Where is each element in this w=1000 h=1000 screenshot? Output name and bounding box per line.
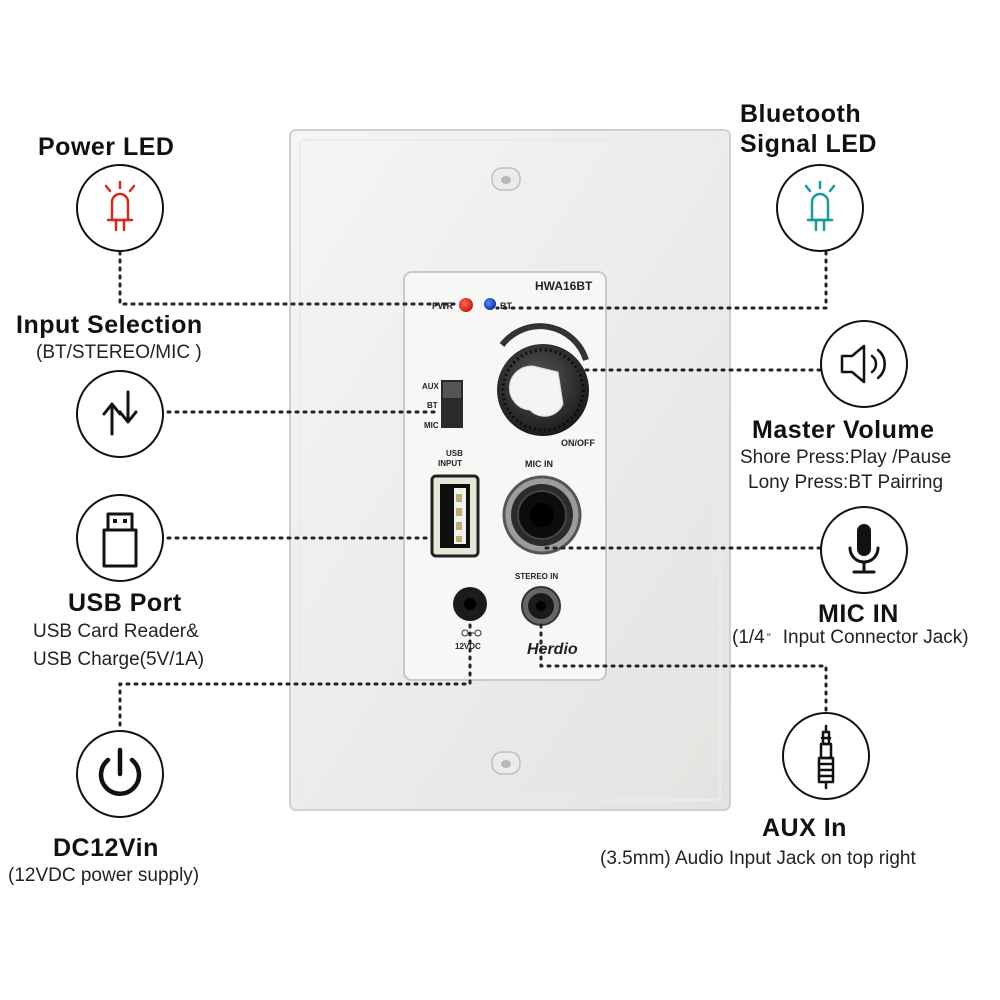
audio-jack-icon — [817, 724, 835, 790]
usb-port-title: USB Port — [68, 589, 182, 617]
connector-dc — [118, 623, 472, 732]
power-icon — [98, 747, 142, 796]
master-volume-title: Master Volume — [752, 416, 935, 444]
bt-led-title-line2: Signal LED — [740, 130, 877, 158]
usb-port-sub2: USB Charge(5V/1A) — [33, 649, 205, 670]
arrows-up-down-icon — [102, 390, 138, 436]
speaker-icon — [840, 344, 886, 384]
power-led-title: Power LED — [38, 133, 175, 161]
input-selection-sub: (BT/STEREO/MIC ) — [36, 342, 202, 363]
connector-bt-led — [495, 250, 828, 310]
dc12vin-sub: (12VDC power supply) — [8, 865, 200, 886]
mic-in-sub-mark: ” — [766, 631, 771, 645]
brand-label: Herdio — [527, 641, 578, 658]
connector-power-led — [118, 250, 460, 306]
selector-label-bt: BT — [427, 401, 438, 410]
micin-label: MIC IN — [525, 459, 553, 469]
microphone-icon — [848, 524, 880, 574]
screw-hole-bottom — [491, 751, 521, 775]
selector-label-mic: MIC — [424, 421, 439, 430]
bt-label: BT — [500, 301, 512, 311]
stereoin-label: STEREO IN — [515, 572, 558, 581]
master-volume-callout-circle — [820, 320, 908, 408]
selector-label-aux: AUX — [422, 382, 440, 391]
dc-label: 12VDC — [455, 642, 481, 651]
power-led-callout-circle — [76, 164, 164, 252]
connector-aux-in — [539, 623, 828, 714]
usb-port-callout-circle — [76, 494, 164, 582]
model-label: HWA16BT — [535, 279, 593, 293]
mic-in-sub: (1/4” Input Connector Jack) — [732, 626, 969, 650]
master-volume-sub1: Shore Press:Play /Pause — [740, 447, 952, 468]
screw-hole-top — [491, 167, 521, 191]
aux-in-title: AUX In — [762, 814, 847, 842]
led-icon — [104, 180, 136, 232]
aux-in-callout-circle — [782, 712, 870, 800]
pwr-label: PWR — [432, 301, 453, 311]
usb-stick-icon — [102, 512, 138, 568]
mic-in-title: MIC IN — [818, 600, 899, 628]
bt-led-callout-circle — [776, 164, 864, 252]
aux-in-sub: (3.5mm) Audio Input Jack on top right — [600, 848, 916, 869]
dc12vin-title: DC12Vin — [53, 834, 159, 862]
dc12vin-callout-circle — [76, 730, 164, 818]
usb-port-sub1: USB Card Reader& — [33, 621, 199, 642]
master-volume-sub2: Lony Press:BT Pairring — [748, 472, 944, 493]
usb-label-2: INPUT — [438, 459, 462, 468]
bt-led-title-line1: Bluetooth — [740, 100, 862, 128]
input-selection-callout-circle — [76, 370, 164, 458]
mic-in-sub-rest: Input Connector Jack) — [782, 627, 969, 648]
led-icon — [804, 180, 836, 232]
onoff-label: ON/OFF — [561, 438, 595, 448]
usb-label-1: USB — [446, 449, 463, 458]
mic-in-sub-prefix: (1/4 — [732, 627, 765, 648]
input-selection-title: Input Selection — [16, 311, 203, 339]
mic-in-callout-circle — [820, 506, 908, 594]
